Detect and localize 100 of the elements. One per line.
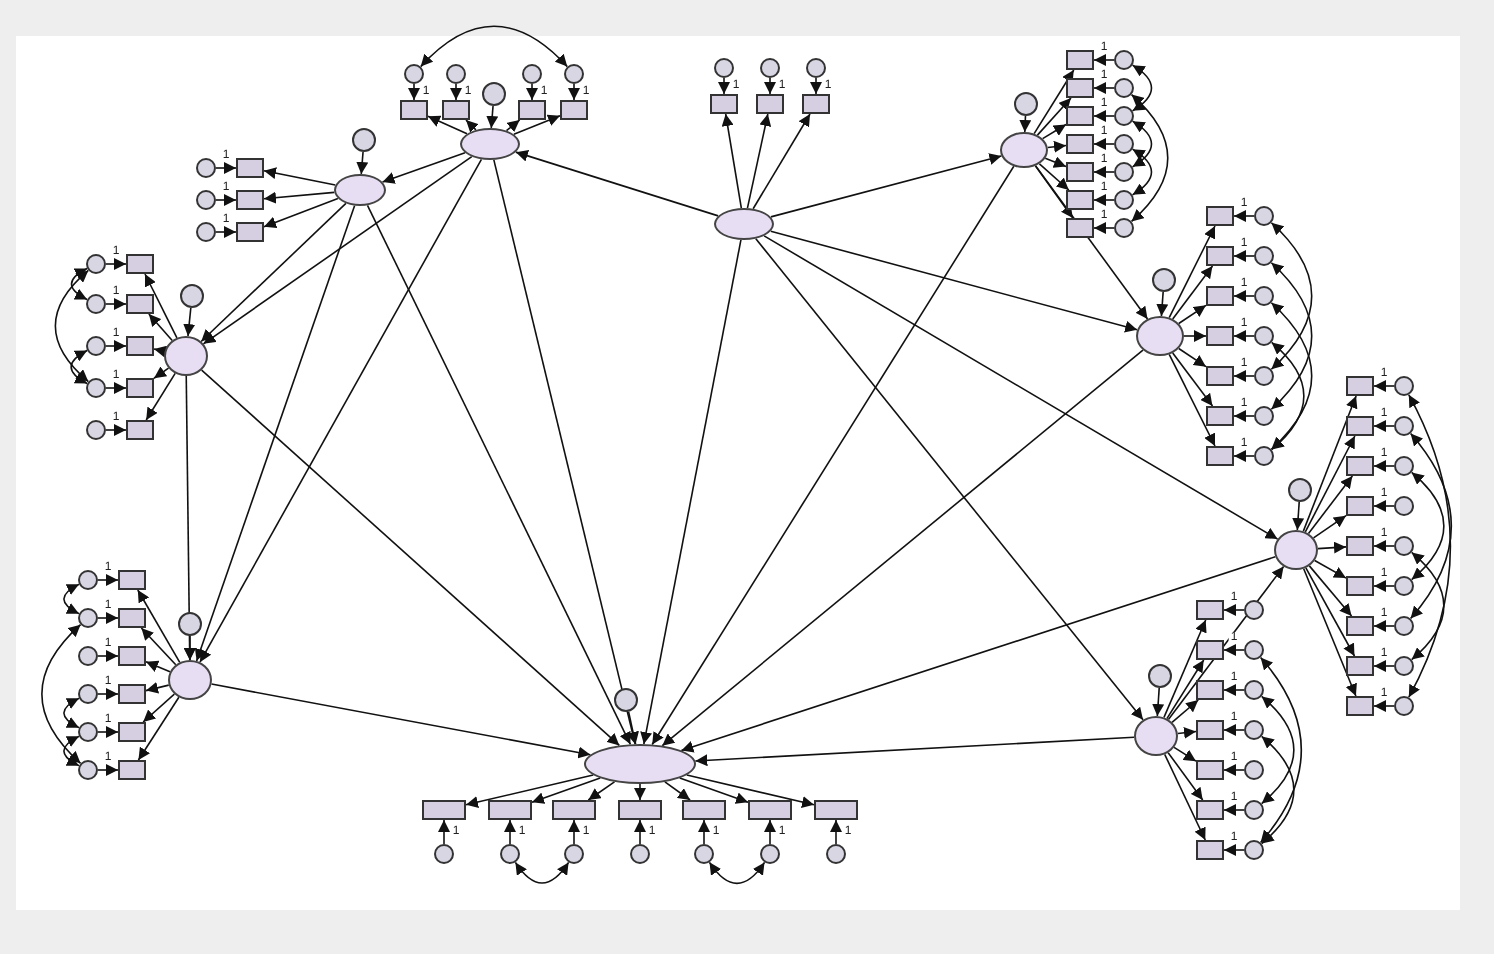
arrow [215,194,237,206]
observed-variable-rect [1206,366,1234,386]
observed-variable-rect [1196,840,1224,860]
arrow [145,681,170,694]
arrow [1152,687,1165,717]
observed-variable-rect [236,190,264,210]
arrow [1223,604,1245,616]
covariance-arrow [1270,221,1313,371]
arrow [627,710,639,745]
arrow [770,230,1138,333]
covariance-arrow [1131,148,1153,196]
observed-variable-rect [1346,696,1374,716]
arrow [1036,97,1072,136]
covariance-arrow [1408,393,1452,699]
covariance-arrow [1410,551,1445,661]
arrow [1171,265,1214,320]
arrow [105,340,127,352]
arrow [1233,250,1255,262]
observed-variable-rect [618,800,662,820]
arrow [1302,395,1358,532]
arrow [1373,700,1395,712]
arrow [1373,620,1395,632]
observed-variable-rect [1346,536,1374,556]
arrow [366,204,632,746]
arrow [142,693,176,723]
arrow [755,237,1144,721]
arrow [1093,54,1115,66]
arrow [145,660,171,673]
arrow [1168,225,1216,319]
covariance-arrow [1270,341,1305,451]
arrow [210,683,592,759]
arrow [1373,380,1395,392]
covariance-arrow [1260,735,1295,845]
observed-variable-rect [1206,246,1234,266]
arrow [97,688,119,700]
arrow [97,574,119,586]
arrow [770,153,1003,218]
arrow [664,781,691,801]
arrow [634,819,646,845]
arrow [200,369,621,747]
arrow [1233,210,1255,222]
arrow [200,202,347,343]
arrow [1307,475,1354,535]
arrow [698,819,710,845]
arrow [105,382,127,394]
arrow [465,774,594,808]
arrow [661,349,1144,747]
observed-variable-rect [1346,616,1374,636]
arrow [568,83,580,101]
observed-variable-rect [1196,720,1224,740]
arrow [184,635,196,661]
observed-variable-rect [488,800,532,820]
covariance-arrow [41,623,82,765]
arrow [1305,567,1356,657]
arrow [1177,347,1207,368]
observed-variable-rect [802,94,830,114]
arrow [97,764,119,776]
arrow [97,726,119,738]
arrow [1019,115,1032,133]
arrow [721,113,743,209]
arrow [651,165,1015,746]
observed-variable-rect [236,222,264,242]
arrow [1093,166,1115,178]
arrow [1223,764,1245,776]
arrow [1308,565,1353,617]
arrow [1046,140,1067,153]
arrow [679,777,749,804]
arrow [1373,420,1395,432]
arrow [183,307,196,337]
arrow [263,167,337,186]
covariance-arrow [1270,301,1313,451]
arrow [531,777,601,804]
observed-variable-rect [1196,640,1224,660]
arrow [680,555,1277,753]
arrow [504,819,516,845]
arrow [105,298,127,310]
arrow [97,612,119,624]
covariance-arrow [1260,695,1295,805]
arrow [1233,290,1255,302]
arrow [97,650,119,662]
arrow [137,696,180,761]
arrow [1292,501,1305,531]
observed-variable-rect [236,158,264,178]
arrow [752,113,811,210]
observed-variable-rect [126,378,154,398]
arrow [1312,514,1347,539]
observed-variable-rect [118,646,146,666]
arrow [634,783,646,801]
arrow [427,115,468,135]
arrow [1163,753,1207,841]
arrow [1373,580,1395,592]
observed-variable-rect [1066,106,1094,126]
arrow [183,375,196,661]
arrow [486,105,499,129]
arrow [1038,163,1070,191]
observed-variable-rect [1346,576,1374,596]
arrow [526,83,538,101]
arrow [587,781,616,801]
observed-variable-rect [814,800,858,820]
observed-variable-rect [756,94,784,114]
